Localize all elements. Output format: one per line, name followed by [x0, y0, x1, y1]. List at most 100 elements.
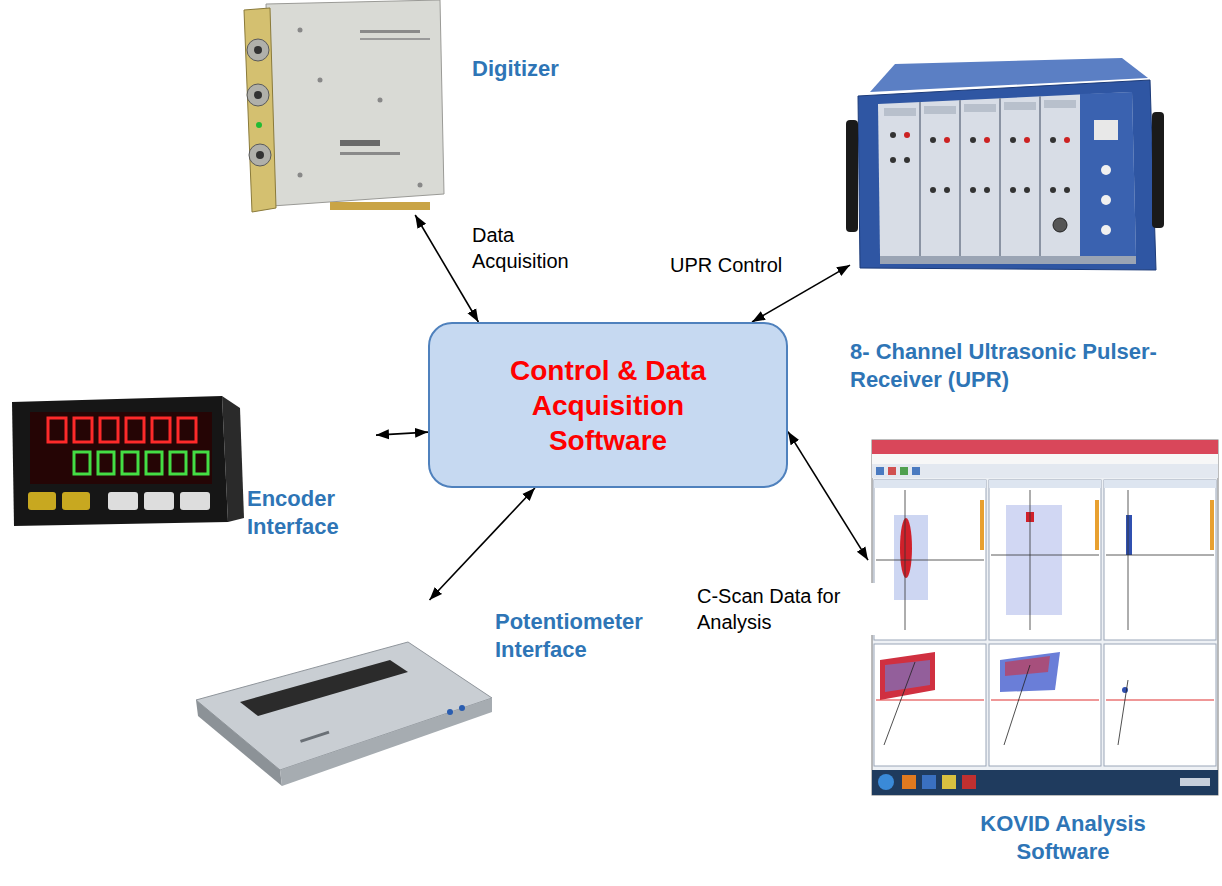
encoder-display-picture: [178, 418, 196, 442]
analysis-software-screenshot: [872, 440, 1218, 454]
encoder-display-picture: [146, 452, 162, 474]
encoder-display-picture: [144, 492, 174, 510]
analysis-software-screenshot: [1210, 500, 1214, 550]
analysis-software-screenshot: [880, 652, 935, 700]
analysis-software-screenshot: [872, 440, 1218, 795]
pulser-receiver-rack-picture: [1101, 165, 1111, 175]
analysis-software-screenshot: [1004, 665, 1030, 745]
pulser-receiver-rack-picture: [890, 157, 896, 163]
pulser-receiver-rack-picture: [944, 137, 950, 143]
pulser-receiver-rack-picture: [878, 92, 1136, 256]
pulser-receiver-device: 8- Channel Ultrasonic Pulser-Receiver (U…: [850, 50, 1190, 405]
analysis-software-screenshot: [874, 480, 986, 488]
pulser-receiver-rack-picture: [1039, 96, 1041, 256]
analysis-software-screenshot: [1000, 652, 1060, 692]
analysis-software-screenshot: [878, 774, 894, 790]
pulser-receiver-rack-picture: [1050, 137, 1056, 143]
software-box: Control & Data Acquisition Software: [428, 322, 788, 488]
encoder-display-picture: [100, 418, 118, 442]
pulser-receiver-rack-picture: [984, 137, 990, 143]
analysis-software-screenshot: [876, 467, 884, 475]
digitizer-card-picture: [298, 28, 303, 33]
encoder-display-picture: [180, 492, 210, 510]
analysis-software-screenshot: [900, 467, 908, 475]
analysis-software-screenshot: [991, 555, 1099, 556]
digitizer-card-picture: [340, 152, 400, 155]
pulser-receiver-rack-picture: [919, 102, 921, 256]
digitizer-card-picture: [254, 91, 262, 99]
analysis-software-screenshot: [900, 518, 912, 578]
analysis-software-screenshot: [1104, 480, 1216, 488]
pulser-receiver-rack-picture: [1152, 112, 1164, 228]
pulser-receiver-rack-picture: [1064, 137, 1070, 143]
encoder-display-picture: [126, 418, 144, 442]
pulser-receiver-rack-picture: [1010, 137, 1016, 143]
analysis-software-screenshot: [885, 660, 930, 692]
digitizer-card-picture: [266, 0, 444, 206]
digitizer-card-picture: [318, 78, 323, 83]
pulser-receiver-rack-picture: [1010, 187, 1016, 193]
encoder-display-picture: [48, 418, 66, 442]
analysis-software-screenshot: [1126, 515, 1132, 555]
connector-arrow: [430, 488, 535, 600]
analysis-software-screenshot: [1006, 505, 1062, 615]
connector-label: UPR Control: [668, 252, 784, 278]
pulser-receiver-rack-picture: [880, 256, 1136, 264]
pulser-receiver-rack-picture: [904, 157, 910, 163]
device-label: KOVID Analysis Software: [963, 810, 1163, 865]
digitizer-card-picture: [254, 46, 262, 54]
analysis-software-screenshot: [989, 644, 1101, 766]
digitizer-card-picture: [418, 183, 423, 188]
digitizer-card-picture: [244, 0, 444, 212]
encoder-display-picture: [122, 452, 138, 474]
pulser-receiver-rack-picture: [890, 132, 896, 138]
pulser-receiver-rack-picture: [884, 108, 916, 116]
pulser-receiver-rack-picture: [999, 98, 1001, 256]
analysis-software-screenshot: [874, 644, 986, 766]
connector-arrow: [788, 432, 868, 561]
device-label: Encoder Interface: [247, 485, 372, 540]
analysis-software-screenshot: [872, 464, 1218, 478]
digitizer-card-picture: [249, 144, 271, 166]
analysis-software-screenshot: [894, 515, 928, 600]
analysis-software-screenshot: [888, 467, 896, 475]
connector-arrow: [376, 432, 428, 435]
analysis-software-screenshot: [922, 775, 936, 789]
potentiometer-daq-picture: [447, 709, 453, 715]
device-label: Potentiometer Interface: [495, 608, 670, 663]
potentiometer-daq-picture: [280, 698, 492, 786]
encoder-display-picture: [152, 418, 170, 442]
analysis-software-screenshot: [872, 454, 1218, 464]
pulser-receiver-rack-picture: [970, 137, 976, 143]
device-label: Digitizer: [472, 55, 559, 83]
pulser-receiver-rack-picture: [964, 104, 996, 112]
pulser-receiver-rack-picture: [930, 137, 936, 143]
analysis-software-screenshot: [1128, 490, 1129, 630]
digitizer-device: Digitizer: [235, 0, 620, 215]
pulser-receiver-rack-picture: [1044, 100, 1076, 108]
analysis-software: KOVID Analysis Software: [868, 438, 1218, 884]
analysis-software-screenshot: [912, 467, 920, 475]
analysis-software-screenshot: [905, 490, 906, 630]
analysis-software-screenshot: [1030, 490, 1031, 630]
analysis-software-screenshot: [991, 699, 1099, 700]
digitizer-card-picture: [340, 140, 380, 146]
analysis-software-screenshot: [942, 775, 956, 789]
pulser-receiver-rack-picture: [1080, 92, 1136, 256]
analysis-software-screenshot: [962, 775, 976, 789]
pulser-receiver-rack-picture: [846, 120, 858, 232]
analysis-software-screenshot: [1095, 500, 1099, 550]
analysis-software-screenshot: [1106, 699, 1214, 700]
connector-label: C-Scan Data for Analysis: [695, 583, 877, 635]
digitizer-card-picture: [256, 151, 264, 159]
digitizer-card-picture: [298, 173, 303, 178]
pulser-receiver-rack-picture: [924, 106, 956, 114]
analysis-software-screenshot: [876, 699, 984, 700]
pulser-receiver-rack-picture: [984, 187, 990, 193]
analysis-software-screenshot: [1104, 644, 1216, 766]
pulser-receiver-rack-picture: [1024, 187, 1030, 193]
pulser-receiver-rack-picture: [944, 187, 950, 193]
digitizer-card-picture: [378, 98, 383, 103]
encoder-display-picture: [108, 492, 138, 510]
analysis-software-screenshot: [989, 480, 1101, 640]
